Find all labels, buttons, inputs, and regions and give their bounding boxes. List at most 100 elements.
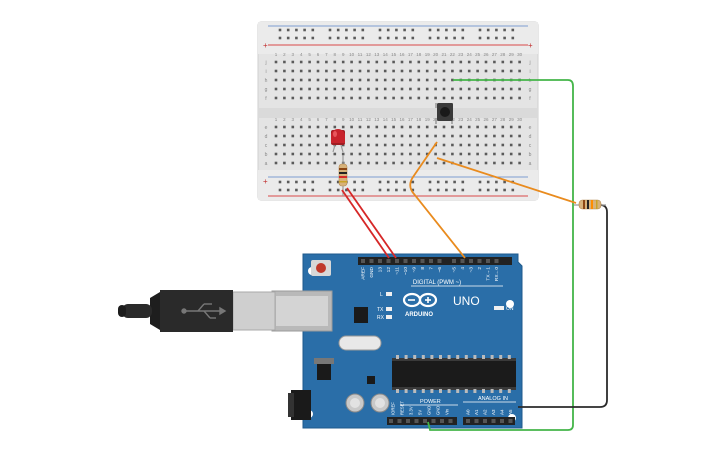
breadboard-hole[interactable] bbox=[493, 134, 496, 138]
breadboard-hole[interactable] bbox=[283, 78, 286, 82]
breadboard-hole[interactable] bbox=[501, 69, 505, 73]
breadboard-hole[interactable] bbox=[358, 87, 362, 91]
usb-cable[interactable] bbox=[118, 290, 333, 332]
breadboard-hole[interactable] bbox=[283, 134, 286, 138]
breadboard-hole[interactable] bbox=[417, 134, 421, 138]
breadboard-hole[interactable] bbox=[316, 125, 320, 129]
breadboard-hole[interactable] bbox=[333, 125, 337, 129]
breadboard-hole[interactable] bbox=[417, 125, 421, 129]
breadboard-hole[interactable] bbox=[459, 143, 463, 147]
digital-pin-hole[interactable] bbox=[469, 259, 473, 263]
breadboard-hole[interactable] bbox=[434, 60, 437, 64]
rail-hole[interactable] bbox=[486, 36, 490, 40]
rail-hole[interactable] bbox=[461, 180, 465, 184]
breadboard-hole[interactable] bbox=[341, 78, 345, 82]
breadboard-hole[interactable] bbox=[299, 96, 303, 100]
breadboard-hole[interactable] bbox=[274, 125, 278, 129]
breadboard-hole[interactable] bbox=[451, 96, 454, 100]
breadboard-hole[interactable] bbox=[501, 125, 505, 129]
rail-hole[interactable] bbox=[353, 180, 356, 184]
rail-hole[interactable] bbox=[353, 36, 356, 40]
breadboard-hole[interactable] bbox=[299, 78, 303, 82]
breadboard-hole[interactable] bbox=[308, 78, 311, 82]
breadboard-hole[interactable] bbox=[451, 60, 454, 64]
breadboard-hole[interactable] bbox=[274, 78, 278, 82]
breadboard-hole[interactable] bbox=[509, 161, 513, 165]
digital-pin-hole[interactable] bbox=[494, 259, 499, 263]
breadboard-hole[interactable] bbox=[425, 125, 429, 129]
breadboard-hole[interactable] bbox=[493, 96, 496, 100]
breadboard-hole[interactable] bbox=[434, 161, 437, 165]
breadboard-hole[interactable] bbox=[459, 134, 463, 138]
breadboard-hole[interactable] bbox=[308, 87, 311, 91]
breadboard-hole[interactable] bbox=[392, 152, 395, 156]
breadboard-hole[interactable] bbox=[442, 161, 446, 165]
breadboard-hole[interactable] bbox=[476, 69, 479, 73]
breadboard-hole[interactable] bbox=[501, 96, 505, 100]
rail-hole[interactable] bbox=[361, 180, 365, 184]
breadboard-hole[interactable] bbox=[350, 125, 353, 129]
breadboard-hole[interactable] bbox=[333, 96, 337, 100]
breadboard-hole[interactable] bbox=[493, 143, 496, 147]
breadboard-hole[interactable] bbox=[425, 78, 429, 82]
breadboard-hole[interactable] bbox=[274, 69, 278, 73]
breadboard-hole[interactable] bbox=[283, 60, 286, 64]
breadboard-hole[interactable] bbox=[493, 161, 496, 165]
breadboard-hole[interactable] bbox=[417, 96, 421, 100]
breadboard-hole[interactable] bbox=[392, 143, 395, 147]
breadboard-hole[interactable] bbox=[451, 69, 454, 73]
rail-hole[interactable] bbox=[428, 28, 432, 32]
breadboard-hole[interactable] bbox=[493, 125, 496, 129]
breadboard-hole[interactable] bbox=[442, 96, 446, 100]
breadboard-hole[interactable] bbox=[442, 125, 446, 129]
rail-hole[interactable] bbox=[428, 180, 432, 184]
breadboard-hole[interactable] bbox=[308, 134, 311, 138]
breadboard-hole[interactable] bbox=[341, 69, 345, 73]
breadboard-hole[interactable] bbox=[501, 143, 505, 147]
breadboard-hole[interactable] bbox=[392, 96, 395, 100]
breadboard-hole[interactable] bbox=[442, 69, 446, 73]
rail-hole[interactable] bbox=[445, 180, 448, 184]
breadboard-hole[interactable] bbox=[417, 69, 421, 73]
breadboard-hole[interactable] bbox=[375, 134, 379, 138]
power-pin-hole[interactable] bbox=[414, 419, 419, 423]
breadboard-hole[interactable] bbox=[367, 161, 370, 165]
breadboard-hole[interactable] bbox=[451, 152, 454, 156]
breadboard-hole[interactable] bbox=[291, 87, 295, 91]
breadboard-hole[interactable] bbox=[518, 96, 521, 100]
breadboard-hole[interactable] bbox=[425, 161, 429, 165]
rail-hole[interactable] bbox=[328, 188, 332, 192]
rail-hole[interactable] bbox=[295, 188, 298, 192]
breadboard-hole[interactable] bbox=[409, 143, 412, 147]
rail-hole[interactable] bbox=[511, 28, 515, 32]
breadboard-hole[interactable] bbox=[291, 69, 295, 73]
digital-pin-hole[interactable] bbox=[361, 259, 365, 263]
breadboard-hole[interactable] bbox=[367, 134, 370, 138]
rail-hole[interactable] bbox=[278, 188, 282, 192]
breadboard-hole[interactable] bbox=[358, 78, 362, 82]
rail-hole[interactable] bbox=[503, 188, 506, 192]
breadboard-hole[interactable] bbox=[316, 69, 320, 73]
digital-pin-hole[interactable] bbox=[369, 259, 374, 263]
power-jack[interactable] bbox=[291, 390, 311, 420]
breadboard-hole[interactable] bbox=[484, 152, 488, 156]
breadboard-hole[interactable] bbox=[358, 69, 362, 73]
breadboard-hole[interactable] bbox=[383, 69, 387, 73]
breadboard-hole[interactable] bbox=[476, 96, 479, 100]
rail-hole[interactable] bbox=[478, 28, 482, 32]
breadboard[interactable]: + + + 1122334455667788991010111112121313… bbox=[257, 21, 539, 201]
breadboard-hole[interactable] bbox=[358, 143, 362, 147]
breadboard-hole[interactable] bbox=[308, 69, 311, 73]
breadboard-hole[interactable] bbox=[358, 60, 362, 64]
breadboard-hole[interactable] bbox=[375, 78, 379, 82]
breadboard-hole[interactable] bbox=[350, 161, 353, 165]
breadboard-hole[interactable] bbox=[509, 152, 513, 156]
breadboard-hole[interactable] bbox=[316, 143, 320, 147]
breadboard-hole[interactable] bbox=[442, 143, 446, 147]
breadboard-hole[interactable] bbox=[383, 96, 387, 100]
breadboard-hole[interactable] bbox=[299, 69, 303, 73]
breadboard-hole[interactable] bbox=[299, 152, 303, 156]
breadboard-hole[interactable] bbox=[476, 143, 479, 147]
breadboard-hole[interactable] bbox=[316, 96, 320, 100]
rail-hole[interactable] bbox=[503, 36, 506, 40]
